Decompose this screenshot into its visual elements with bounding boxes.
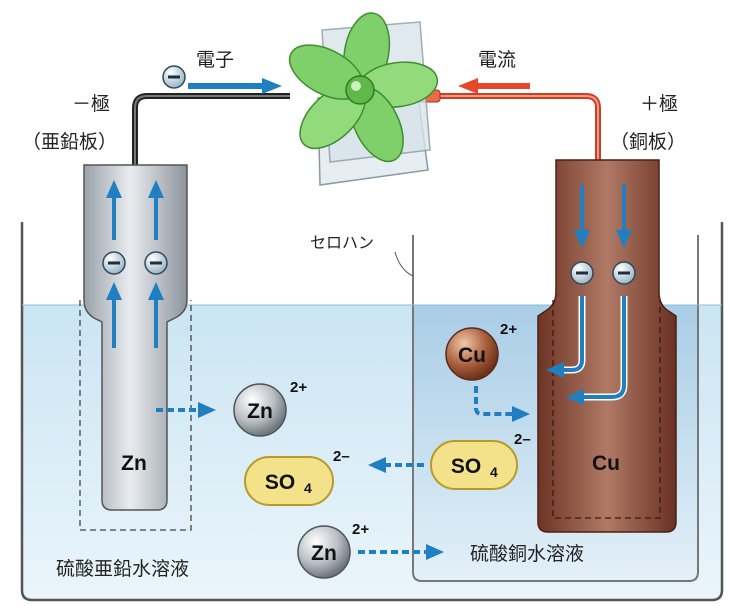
zinc-electron-arrows bbox=[106, 180, 164, 348]
zinc-electrode-label: Zn bbox=[121, 452, 147, 475]
negative-wire-core bbox=[134, 95, 290, 165]
copper-electron-arrows bbox=[546, 185, 632, 405]
electron-label: 電子 bbox=[196, 49, 234, 71]
svg-text:Cu: Cu bbox=[458, 344, 486, 367]
electron-badge-cu-2 bbox=[612, 261, 636, 285]
svg-text:Zn: Zn bbox=[311, 542, 337, 565]
positive-pole-label: ＋極 bbox=[640, 93, 678, 115]
electron-badge-zn-1 bbox=[102, 251, 126, 275]
current-label: 電流 bbox=[478, 49, 516, 71]
electron-badge-zn-2 bbox=[144, 251, 168, 275]
electron-badge-top bbox=[162, 65, 186, 89]
copper-ion: Cu 2+ bbox=[445, 321, 517, 381]
zinc-sulfate-solution-label: 硫酸亜鉛水溶液 bbox=[56, 558, 189, 580]
sulfate-ion-right: SO 4 2– bbox=[430, 431, 531, 490]
fan-icon bbox=[288, 12, 439, 186]
svg-text:SO: SO bbox=[451, 455, 481, 478]
svg-text:SO: SO bbox=[265, 471, 295, 494]
zinc-ion-middle: Zn 2+ bbox=[233, 379, 307, 437]
cellophane-cup bbox=[412, 235, 699, 582]
ion-migration-arrows bbox=[156, 386, 530, 560]
copper-plate-label: （銅板） bbox=[610, 131, 686, 153]
svg-text:2+: 2+ bbox=[290, 379, 307, 396]
cellophane-leader-line bbox=[394, 251, 414, 277]
svg-text:2–: 2– bbox=[333, 448, 350, 465]
electron-badge-cu-1 bbox=[570, 261, 594, 285]
svg-text:Zn: Zn bbox=[247, 400, 273, 423]
positive-wire-core bbox=[432, 95, 599, 160]
current-flow-arrow bbox=[458, 78, 530, 94]
svg-text:2+: 2+ bbox=[500, 321, 517, 338]
positive-wire bbox=[432, 93, 601, 160]
electron-flow-arrow bbox=[188, 78, 282, 94]
copper-sulfate-solution-label: 硫酸銅水溶液 bbox=[470, 543, 584, 565]
sulfate-ion-left: SO 4 2– bbox=[244, 448, 350, 506]
copper-dashed-outline bbox=[552, 300, 661, 519]
copper-electrode-label: Cu bbox=[592, 452, 620, 475]
copper-electrode bbox=[537, 159, 677, 533]
zinc-electrode bbox=[79, 164, 192, 531]
svg-text:2–: 2– bbox=[514, 431, 531, 448]
zinc-ion-bottom: Zn 2+ bbox=[297, 521, 369, 579]
fan-blades bbox=[288, 12, 439, 163]
zinc-dashed-outline bbox=[79, 300, 192, 531]
svg-text:2+: 2+ bbox=[352, 521, 369, 538]
cellophane-label: セロハン bbox=[310, 233, 374, 252]
negative-pole-label: －極 bbox=[72, 93, 110, 115]
negative-wire bbox=[132, 93, 290, 165]
svg-text:4: 4 bbox=[304, 480, 312, 496]
beaker-outline bbox=[20, 222, 724, 602]
zinc-plate-label: （亜鉛板） bbox=[22, 131, 117, 153]
fan-hub bbox=[345, 75, 375, 105]
svg-text:4: 4 bbox=[490, 464, 498, 480]
